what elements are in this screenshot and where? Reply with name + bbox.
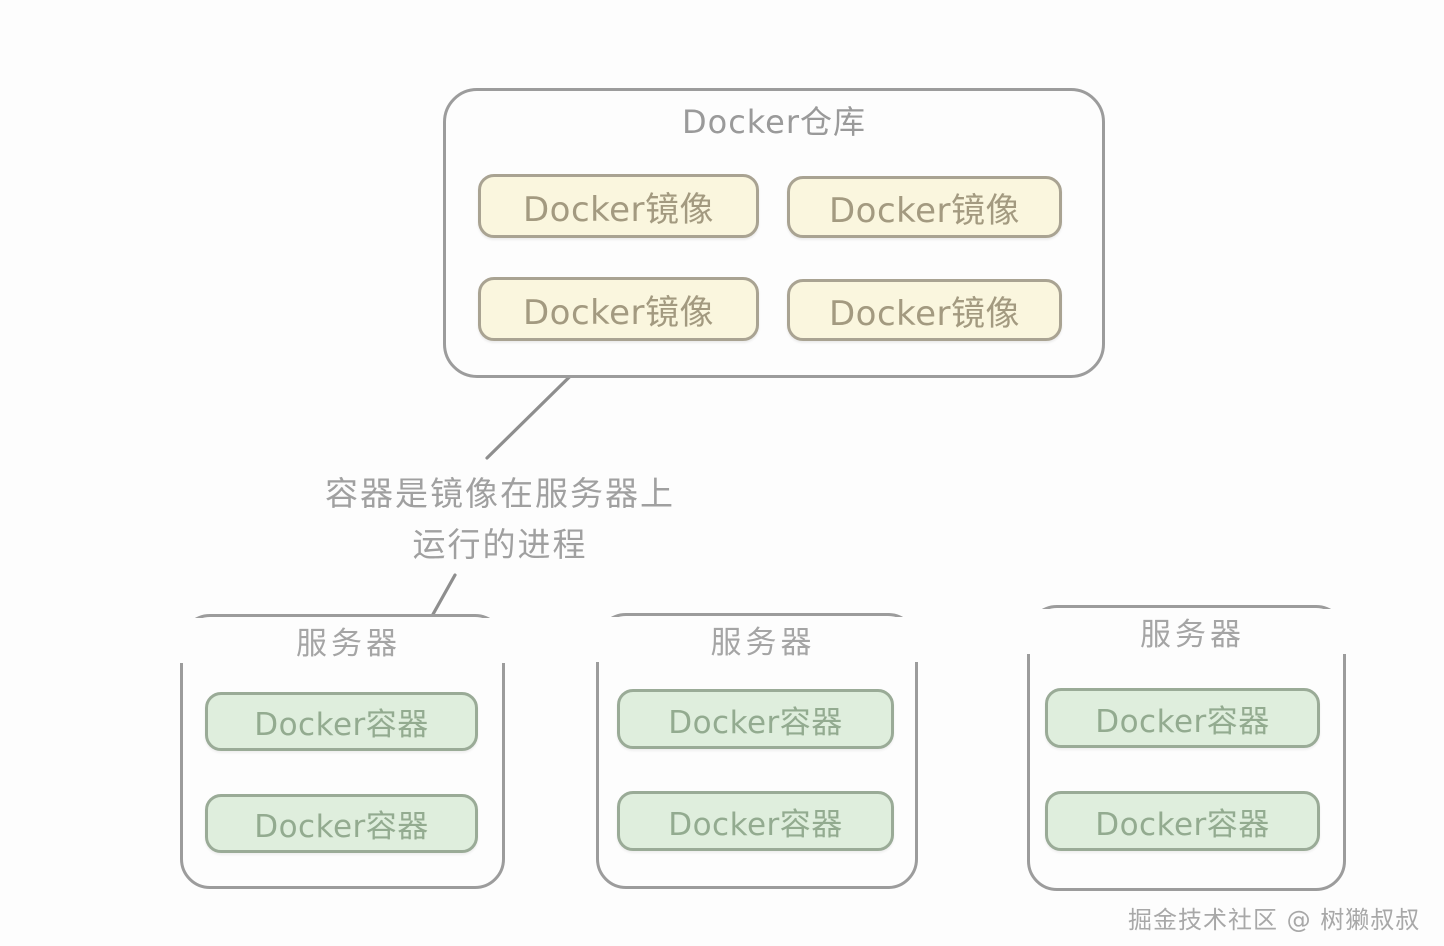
docker-container-chip[interactable]: Docker容器 xyxy=(617,689,894,749)
server-title: 服务器 xyxy=(1027,609,1358,654)
docker-container-chip[interactable]: Docker容器 xyxy=(205,692,478,751)
annotation-text: 容器是镜像在服务器上 运行的进程 xyxy=(250,468,750,570)
annotation-line-1: 容器是镜像在服务器上 xyxy=(325,474,675,513)
watermark-text: 掘金技术社区 @ 树獭叔叔 xyxy=(1128,906,1421,934)
docker-container-chip[interactable]: Docker容器 xyxy=(1045,791,1320,851)
docker-container-chip[interactable]: Docker容器 xyxy=(617,791,894,851)
server-title: 服务器 xyxy=(596,617,930,662)
docker-image-chip[interactable]: Docker镜像 xyxy=(478,277,759,341)
server-title: 服务器 xyxy=(180,618,517,663)
annotation-line-2: 运行的进程 xyxy=(412,525,588,565)
docker-image-chip[interactable]: Docker镜像 xyxy=(478,174,759,238)
docker-repository-title: Docker仓库 xyxy=(681,103,867,141)
docker-image-chip[interactable]: Docker镜像 xyxy=(787,279,1062,341)
docker-container-chip[interactable]: Docker容器 xyxy=(205,794,478,853)
docker-image-chip[interactable]: Docker镜像 xyxy=(787,176,1062,238)
docker-container-chip[interactable]: Docker容器 xyxy=(1045,688,1320,748)
